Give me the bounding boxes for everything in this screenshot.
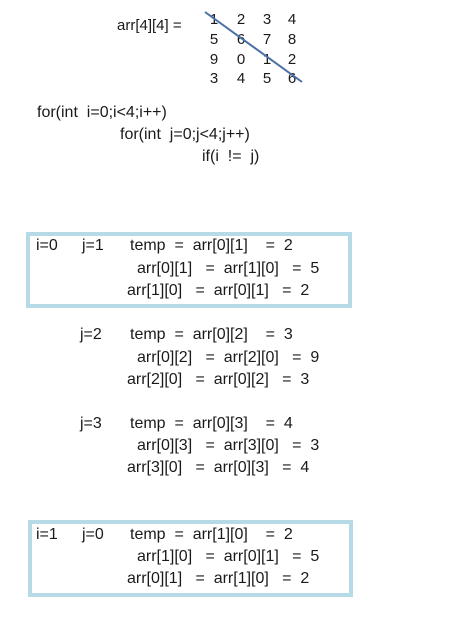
matrix-cell: 6 (287, 70, 297, 87)
matrix-cell: 2 (287, 51, 297, 68)
trace2-j: j=2 (80, 326, 102, 343)
trace3-line2: arr[0][3] = arr[3][0] = 3 (137, 437, 320, 454)
trace1-j: j=1 (82, 237, 104, 254)
trace2-line3: arr[2][0] = arr[0][2] = 3 (127, 371, 310, 388)
matrix-cell: 8 (287, 31, 297, 48)
matrix-cell: 3 (209, 70, 219, 87)
trace-box-1 (26, 232, 352, 308)
matrix-cell: 4 (287, 11, 297, 28)
trace2-line2: arr[0][2] = arr[2][0] = 9 (137, 349, 320, 366)
trace3-line1: temp = arr[0][3] = 4 (130, 415, 293, 432)
code-line-inner-loop: for(int j=0;j<4;j++) (120, 126, 250, 143)
matrix-cell: 5 (262, 70, 272, 87)
matrix-cell: 1 (262, 51, 272, 68)
matrix-cell: 5 (209, 31, 219, 48)
code-line-condition: if(i != j) (202, 148, 260, 165)
trace4-j: j=0 (82, 526, 104, 543)
trace1-line2: arr[0][1] = arr[1][0] = 5 (137, 260, 320, 277)
trace1-line3: arr[1][0] = arr[0][1] = 2 (127, 282, 310, 299)
matrix-cell: 6 (236, 31, 246, 48)
matrix-cell: 7 (262, 31, 272, 48)
matrix-label: arr[4][4] = (117, 17, 182, 34)
trace4-line3: arr[0][1] = arr[1][0] = 2 (127, 570, 310, 587)
matrix-cell: 0 (236, 51, 246, 68)
trace4-i: i=1 (36, 526, 58, 543)
matrix-cell: 3 (262, 11, 272, 28)
trace3-line3: arr[3][0] = arr[0][3] = 4 (127, 459, 310, 476)
trace4-line1: temp = arr[1][0] = 2 (130, 526, 293, 543)
trace1-line1: temp = arr[0][1] = 2 (130, 237, 293, 254)
trace-box-4 (28, 520, 353, 597)
matrix-cell: 2 (236, 11, 246, 28)
matrix-cell: 4 (236, 70, 246, 87)
trace2-line1: temp = arr[0][2] = 3 (130, 326, 293, 343)
trace3-j: j=3 (80, 415, 102, 432)
matrix-cell: 9 (209, 51, 219, 68)
diagonal-line (204, 11, 303, 83)
trace1-i: i=0 (36, 237, 58, 254)
code-line-outer-loop: for(int i=0;i<4;i++) (37, 104, 167, 121)
diagonal-stroke (204, 11, 303, 83)
trace4-line2: arr[1][0] = arr[0][1] = 5 (137, 548, 320, 565)
